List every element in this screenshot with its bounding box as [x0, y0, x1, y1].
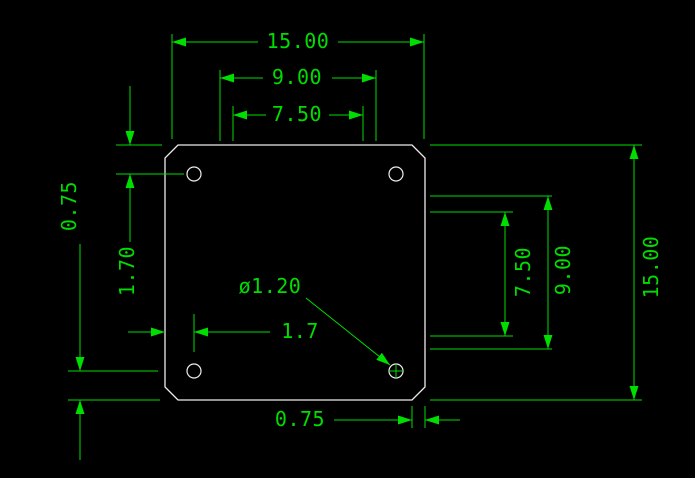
dim-label: 15.00 [639, 236, 663, 299]
plate-outline [164, 144, 426, 401]
dim-right-inner: 7.50 [430, 211, 535, 337]
dim-top-middle: 9.00 [219, 65, 377, 141]
dim-top-inner: 7.50 [232, 102, 364, 141]
dim-label: 7.50 [511, 247, 535, 297]
dim-label: 1.7 [281, 319, 319, 343]
dim-left-lower: 1.70 [115, 86, 184, 296]
dim-label: 0.75 [57, 181, 81, 231]
hole-diameter-label: ø1.20 [239, 274, 302, 298]
leader-line [305, 297, 391, 366]
dim-label: 9.00 [272, 65, 322, 89]
hole-top-right [388, 166, 404, 182]
dim-right-middle: 9.00 [430, 195, 575, 350]
dim-right-outer: 15.00 [430, 144, 663, 401]
dim-top-outer: 15.00 [171, 29, 425, 139]
dim-left-upper: 0.75 [57, 181, 160, 460]
dim-hole-offset: 1.7 [128, 314, 319, 352]
hole-bottom-left [186, 363, 202, 379]
dim-bottom: 0.75 [275, 406, 460, 431]
dim-label: 1.70 [115, 246, 139, 296]
dim-label: 15.00 [267, 29, 330, 53]
dim-label: 7.50 [272, 102, 322, 126]
dim-hole-callout: ø1.20 [239, 274, 403, 378]
dim-label: 9.00 [551, 245, 575, 295]
dim-label: 0.75 [275, 407, 325, 431]
hole-top-left [186, 166, 202, 182]
